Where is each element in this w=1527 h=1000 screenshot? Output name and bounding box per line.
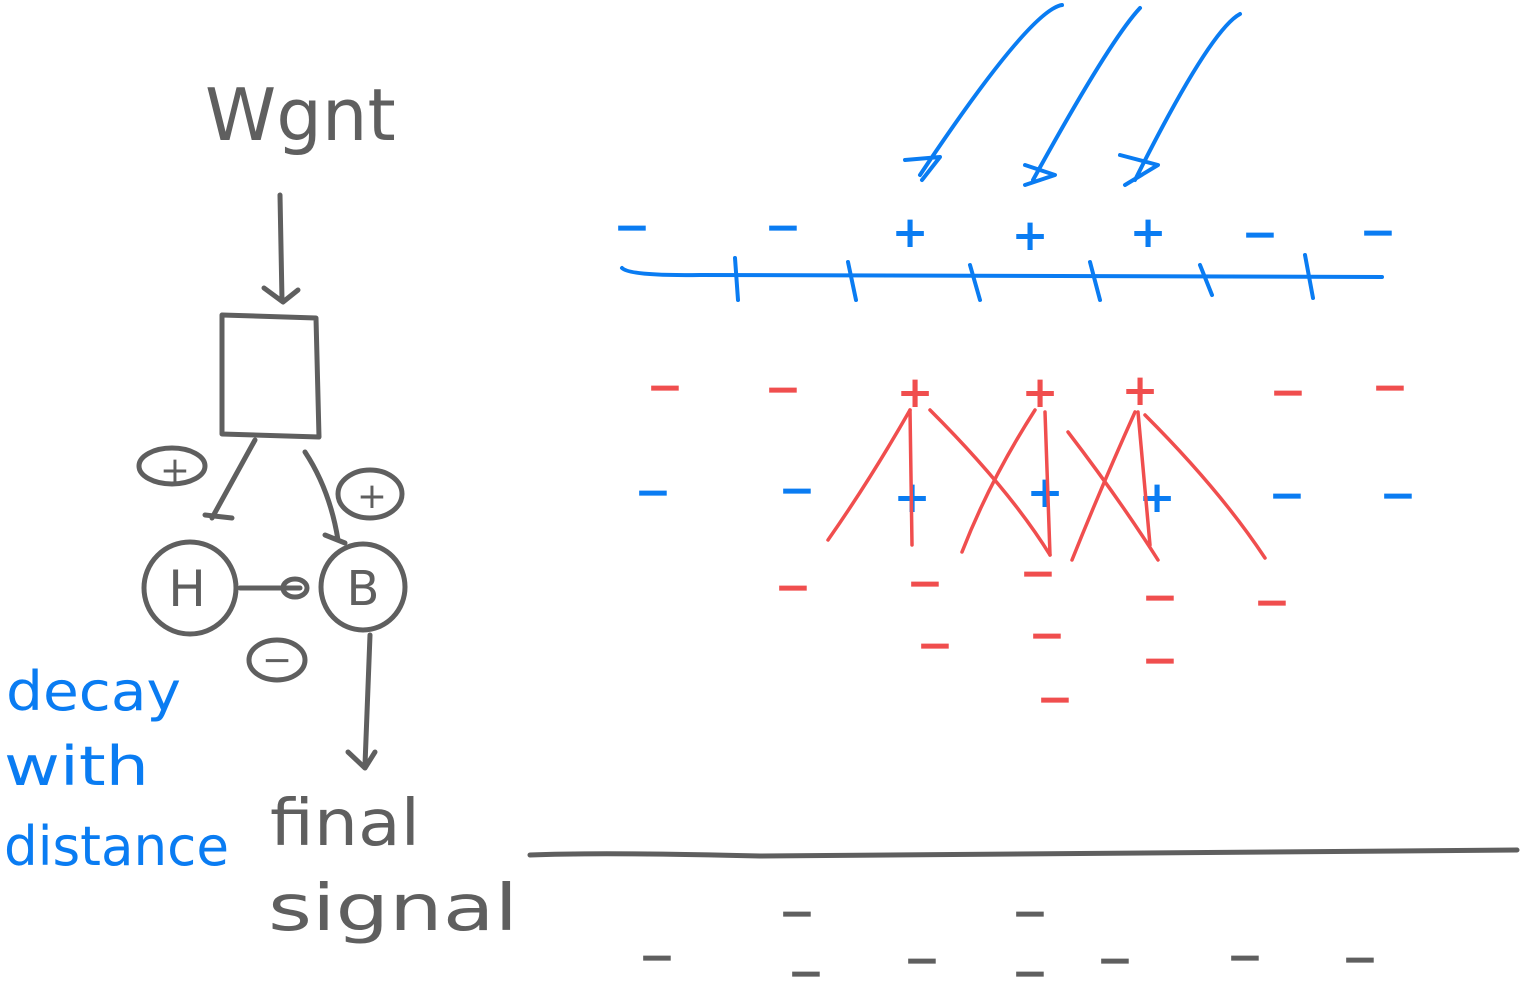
blue-top-row-sign: + [1012, 210, 1049, 261]
gray-bottom-row-sign: − [639, 932, 676, 983]
blue-middle-row-sign: + [1027, 467, 1064, 518]
red-lower-marks-sign: − [1142, 635, 1179, 686]
diffusion-arrow [1136, 410, 1152, 547]
red-row-sign: − [765, 364, 802, 415]
blue-middle-row-sign: − [779, 465, 816, 516]
blue-middle-row-sign: − [1380, 470, 1417, 521]
diffusion-arrow [1143, 413, 1267, 560]
arrow-box-to-h [202, 437, 258, 521]
sign-rows: −−+++−−−−+++−−−−+++−−−−−−−−−−−−−−−−−−−− [614, 202, 1417, 999]
red-lower-marks-sign: − [775, 562, 812, 613]
red-lower-marks-sign: − [1142, 572, 1179, 623]
diffusion-arrow [908, 408, 914, 547]
blue-middle-row-sign: − [635, 467, 672, 518]
signal-arrow [903, 3, 1064, 182]
sign-h-to-b: − [262, 640, 292, 681]
red-row-sign: − [1270, 367, 1307, 418]
red-row-sign: − [647, 362, 684, 413]
blue-top-row-sign: − [765, 202, 802, 253]
cell-membrane-line [620, 266, 1384, 279]
blue-top-row-sign: − [1242, 209, 1279, 260]
input-label-wgnt: Wgnt [205, 73, 396, 157]
inhibition-head-icon [280, 576, 310, 600]
arrow-input-to-box [261, 192, 301, 305]
plus-circle-icon [136, 445, 208, 487]
red-lower-marks-sign: − [1037, 674, 1074, 725]
divider-line [527, 847, 1520, 859]
right-tissue-diagram: −−+++−−−−+++−−−−+++−−−−−−−−−−−−−−−−−−−− [527, 3, 1520, 999]
sign-box-to-b: + [357, 476, 387, 517]
red-lower-marks-sign: − [1029, 610, 1066, 661]
red-row-sign: + [897, 367, 934, 418]
minus-circle-icon [246, 637, 308, 683]
blue-middle-row-sign: − [1269, 470, 1306, 521]
note-line1: decay [6, 660, 181, 723]
red-row-sign: + [1022, 367, 1059, 418]
arrow-box-to-b [302, 449, 348, 546]
node-b-circle [318, 541, 408, 633]
arrow-b-to-output [345, 632, 378, 771]
sign-box-to-h: + [160, 450, 190, 491]
incoming-signal-arrows [903, 3, 1242, 187]
node-h-circle [141, 539, 239, 637]
membrane-ticks [733, 253, 1315, 302]
diffusion-arrow [928, 408, 1052, 557]
gray-bottom-row-sign: − [1097, 935, 1134, 986]
note-line3: distance [4, 815, 229, 878]
gray-bottom-row-sign: − [1227, 932, 1264, 983]
gray-bottom-row-sign: − [1012, 948, 1049, 999]
red-lower-marks-sign: − [907, 558, 944, 609]
plus-circle-icon [335, 467, 405, 521]
diffusion-arrow [826, 408, 912, 542]
receptor-box [219, 312, 322, 440]
gray-bottom-row-sign: − [779, 888, 816, 939]
blue-top-row-sign: + [1130, 207, 1167, 258]
signal-arrow [1118, 12, 1242, 187]
diffusion-arrow [960, 408, 1037, 554]
red-lower-marks-sign: − [1254, 577, 1291, 628]
diffusion-arrow [1070, 410, 1137, 562]
gray-bottom-row-sign: − [788, 948, 825, 999]
red-row-sign: − [1372, 362, 1409, 413]
node-b-label: B [347, 561, 380, 617]
red-lower-marks-sign: − [917, 620, 954, 671]
output-label-line2: signal [268, 872, 518, 946]
signal-arrow [1023, 6, 1142, 187]
blue-top-row-sign: − [1360, 207, 1397, 258]
node-h-label: H [168, 560, 206, 618]
gray-bottom-row-sign: − [1012, 888, 1049, 939]
output-label-line1: final [270, 787, 420, 861]
diffusion-arrow [1043, 410, 1052, 557]
red-row-sign: + [1122, 365, 1159, 416]
left-pathway-diagram: Wgnt + + H B − final signal decay with d… [4, 73, 518, 946]
gray-bottom-row-sign: − [1342, 934, 1379, 985]
note-line2: with [4, 735, 149, 798]
blue-top-row-sign: + [892, 207, 929, 258]
blue-top-row-sign: − [614, 202, 651, 253]
red-diffusion-arrows [826, 408, 1267, 562]
gray-bottom-row-sign: − [904, 935, 941, 986]
